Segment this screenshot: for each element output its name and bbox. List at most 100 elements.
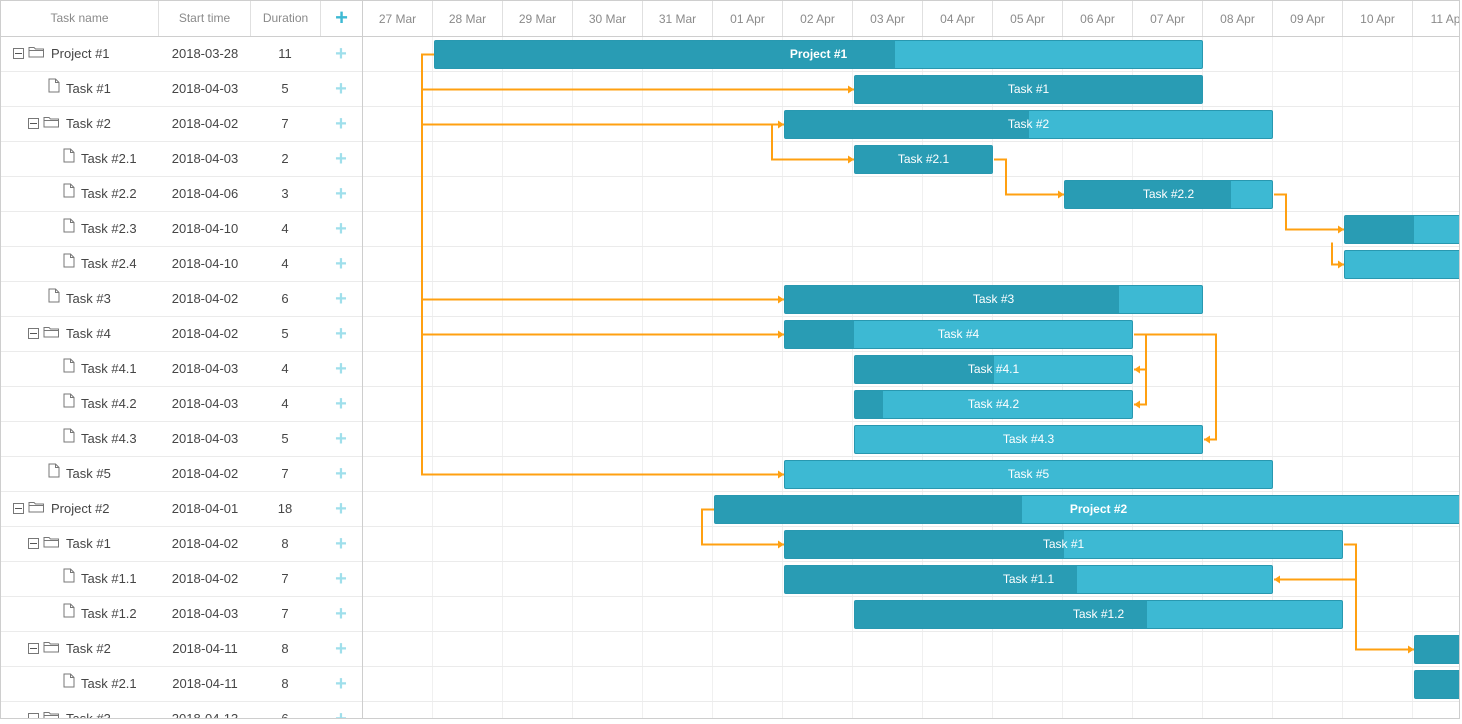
add-subtask-button[interactable]: + <box>335 358 347 380</box>
task-bar[interactable] <box>1414 670 1459 699</box>
task-bar[interactable]: Task #2 <box>784 110 1273 139</box>
grid-row-line <box>363 596 1459 597</box>
add-subtask-button[interactable]: + <box>335 113 347 135</box>
dependency-link[interactable] <box>1355 579 1414 651</box>
task-bar[interactable]: Task #3 <box>784 285 1203 314</box>
add-subtask-button[interactable]: + <box>335 673 347 695</box>
task-bar[interactable]: Task #4.2 <box>854 390 1133 419</box>
add-subtask-button[interactable]: + <box>335 148 347 170</box>
column-header-start-time[interactable]: Start time <box>159 1 251 36</box>
dependency-link[interactable] <box>1274 543 1357 581</box>
task-bar[interactable] <box>1344 250 1459 279</box>
add-subtask-button[interactable]: + <box>335 463 347 485</box>
task-bar[interactable]: Task #1 <box>784 530 1343 559</box>
collapse-toggle-icon[interactable] <box>28 643 39 655</box>
add-subtask-button[interactable]: + <box>335 253 347 275</box>
file-icon <box>48 72 60 106</box>
task-bar[interactable]: Task #1.2 <box>854 600 1343 629</box>
project-bar[interactable]: Project #2 <box>714 495 1459 524</box>
add-subtask-button[interactable]: + <box>335 288 347 310</box>
add-subtask-button[interactable]: + <box>335 43 347 65</box>
scale-date-label: 05 Apr <box>993 1 1063 36</box>
grid-row-line <box>363 176 1459 177</box>
link-arrow-icon <box>778 470 784 479</box>
add-subtask-button[interactable]: + <box>335 568 347 590</box>
add-subtask-button[interactable]: + <box>335 603 347 625</box>
dependency-link[interactable] <box>421 53 854 91</box>
collapse-toggle-icon[interactable] <box>28 328 39 340</box>
task-bar[interactable] <box>1414 635 1459 664</box>
add-subtask-button[interactable]: + <box>335 183 347 205</box>
task-bar[interactable]: Task #5 <box>784 460 1273 489</box>
collapse-toggle-icon[interactable] <box>13 48 24 60</box>
grid-column-line <box>432 37 433 718</box>
dependency-link[interactable] <box>421 299 784 336</box>
add-subtask-button[interactable]: + <box>335 638 347 660</box>
add-subtask-button[interactable]: + <box>335 708 347 719</box>
dependency-link[interactable] <box>1134 333 1147 371</box>
task-bar[interactable]: Task #1 <box>854 75 1203 104</box>
task-bar[interactable] <box>1344 215 1459 244</box>
column-header-task-name[interactable]: Task name <box>1 1 159 36</box>
add-subtask-button[interactable]: + <box>335 78 347 100</box>
task-bar[interactable]: Task #4.3 <box>854 425 1203 454</box>
folder-icon <box>28 37 45 71</box>
add-subtask-button[interactable]: + <box>335 393 347 415</box>
dependency-link[interactable] <box>421 89 784 126</box>
task-bar[interactable]: Task #4 <box>784 320 1133 349</box>
scale-date-label: 30 Mar <box>573 1 643 36</box>
task-name-cell: Task #4.3 <box>63 422 137 456</box>
dependency-link[interactable] <box>771 124 854 161</box>
add-subtask-button[interactable]: + <box>335 498 347 520</box>
dependency-link[interactable] <box>701 508 784 546</box>
collapse-toggle-icon[interactable] <box>28 538 39 550</box>
task-bar[interactable]: Task #1.1 <box>784 565 1273 594</box>
add-subtask-button[interactable]: + <box>335 428 347 450</box>
collapse-toggle-icon[interactable] <box>28 118 39 130</box>
file-icon <box>63 422 75 456</box>
add-subtask-button[interactable]: + <box>335 323 347 345</box>
collapse-toggle-icon[interactable] <box>28 713 39 718</box>
column-header-duration[interactable]: Duration <box>251 1 321 36</box>
task-bar[interactable]: Task #4.1 <box>854 355 1133 384</box>
dependency-link[interactable] <box>994 158 1064 196</box>
dependency-link[interactable] <box>421 124 784 301</box>
progress-fill <box>855 391 883 418</box>
task-bar[interactable]: Task #2.1 <box>854 145 993 174</box>
project-bar[interactable]: Project #1 <box>434 40 1203 69</box>
duration-cell: 8 <box>281 641 289 656</box>
dependency-link[interactable] <box>1274 193 1344 231</box>
add-root-task-button[interactable]: + <box>335 5 348 30</box>
duration-cell: 6 <box>281 291 289 306</box>
add-subtask-button[interactable]: + <box>335 218 347 240</box>
dependency-link[interactable] <box>421 334 784 476</box>
dependency-link[interactable] <box>1134 369 1147 406</box>
add-subtask-button[interactable]: + <box>335 533 347 555</box>
start-time-cell: 2018-04-02 <box>171 466 239 481</box>
dependency-links <box>421 53 1414 654</box>
progress-fill <box>715 496 1022 523</box>
collapse-toggle-icon[interactable] <box>13 503 24 515</box>
task-bar[interactable]: Task #2.2 <box>1064 180 1273 209</box>
